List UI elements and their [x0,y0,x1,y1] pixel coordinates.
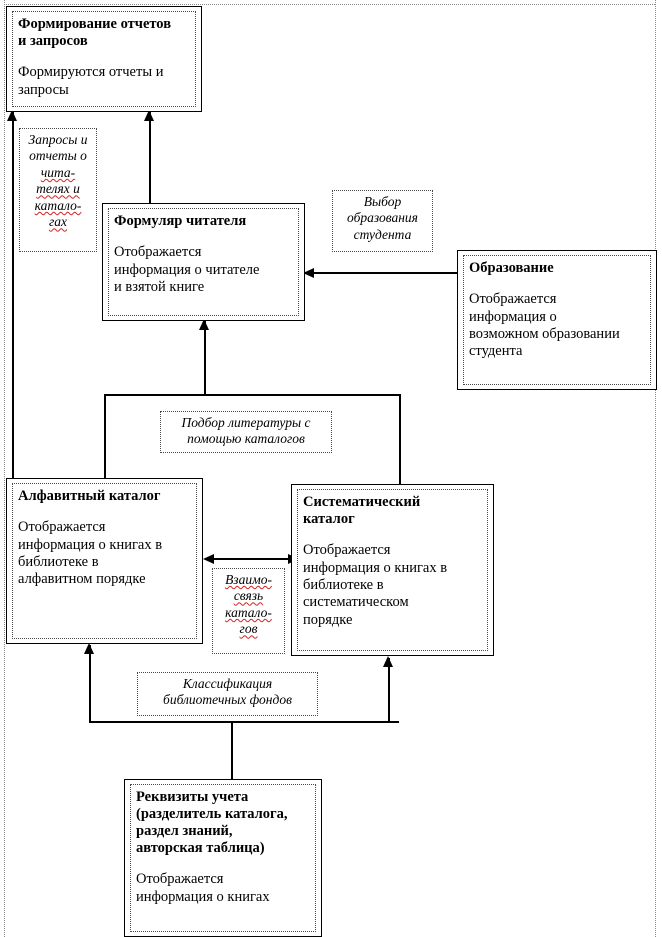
entity-box-reader-form[interactable]: Формуляр читателя Отображается информаци… [102,203,305,321]
relationship-label-line: Подбор литературы с [181,415,311,430]
entity-description-reader-form: Отображается информация о читателе и взя… [114,244,260,295]
entity-title-accounting-details: Реквизиты учета (разделитель каталога, р… [136,789,288,857]
relationship-label-line: телях и [36,181,80,197]
connector-classification-bracket-horizontal [89,721,399,723]
relationship-label-line: образования [347,210,418,226]
entity-inner-frame-education: Образование Отображается информация о во… [463,255,651,385]
relationship-label-line: Взаимо- [225,572,272,587]
entity-box-alphabetic-catalog[interactable]: Алфавитный каталог Отображается информац… [6,478,203,644]
arrowhead-into-reports-center [144,110,155,121]
relationship-label-line: гов [239,621,258,637]
connector-catalog-to-reports-vertical [12,112,14,478]
relationship-label-line: катало- [225,604,272,620]
arrowhead-into-readerform-bottom [199,319,210,330]
entity-box-accounting-details[interactable]: Реквизиты учета (разделитель каталога, р… [124,779,322,937]
page-margin-left-guide [4,0,5,937]
entity-inner-frame-alphabetic-catalog: Алфавитный каталог Отображается информац… [12,483,197,639]
connector-literature-bracket-horizontal [104,394,400,396]
entity-box-systematic-catalog[interactable]: Систематический каталог Отображается инф… [291,484,494,656]
page-margin-top-guide [4,4,655,5]
arrowhead-into-readerform-right [303,267,314,278]
relationship-label-line: студента [353,226,412,242]
relationship-label-line: Выбор [363,194,402,209]
entity-title-education: Образование [469,260,554,276]
entity-inner-frame-reader-form: Формуляр читателя Отображается информаци… [108,208,299,316]
relationship-label-line: гах [48,214,67,230]
page-margin-right-guide [655,0,656,937]
connector-education-to-readerform-horizontal [305,272,457,274]
connector-classification-to-details-vertical [231,721,233,779]
entity-description-reports: Формируются отчеты и запросы [18,64,164,98]
entity-box-education[interactable]: Образование Отображается информация о во… [457,250,657,390]
entity-title-systematic-catalog: Систематический каталог [303,494,421,528]
entity-title-alphabetic-catalog: Алфавитный каталог [18,488,161,504]
connector-classification-to-systematic-vertical [388,658,390,722]
relationship-label-line: чита- [40,164,76,180]
connector-readerform-to-reports-vertical [149,112,151,203]
connector-literature-to-systematic-vertical [399,394,401,484]
entity-title-reports: Формирование отчетов и запросов [18,16,172,50]
connector-classification-to-alphabetic-vertical [89,645,91,722]
connector-catalog-interlink-horizontal [207,558,297,560]
entity-title-reader-form: Формуляр читателя [114,213,247,229]
relationship-label-line: библиотечных фондов [163,692,292,708]
connector-literature-to-readerform-vertical [204,321,206,395]
entity-description-alphabetic-catalog: Отображается информация о книгах в библи… [18,519,163,588]
connector-literature-to-alphabetic-vertical [104,394,106,478]
relationship-label-line: Запросы и [28,132,88,147]
relationship-label-line: катало- [34,197,82,213]
arrowhead-into-reports-left [7,110,18,121]
arrowhead-into-systematic-bottom [383,656,394,667]
entity-box-reports[interactable]: Формирование отчетов и запросов Формирую… [6,6,202,112]
arrowhead-into-alphabetic-bottom [84,643,95,654]
arrowhead-interlink-left [203,553,214,564]
entity-description-accounting-details: Отображается информация о книгах [136,871,270,905]
entity-description-systematic-catalog: Отображается информация о книгах в библи… [303,542,448,628]
relationship-label-line: Классификация [182,676,273,691]
entity-inner-frame-reports: Формирование отчетов и запросов Формирую… [12,11,196,107]
entity-inner-frame-accounting-details: Реквизиты учета (разделитель каталога, р… [130,784,316,932]
entity-inner-frame-systematic-catalog: Систематический каталог Отображается инф… [297,489,488,651]
relationship-label-line: отчеты о [29,148,87,164]
relationship-label-line: связь [233,588,264,604]
entity-description-education: Отображается информация о возможном обра… [469,291,620,360]
relationship-label-line: помощью каталогов [187,431,305,447]
